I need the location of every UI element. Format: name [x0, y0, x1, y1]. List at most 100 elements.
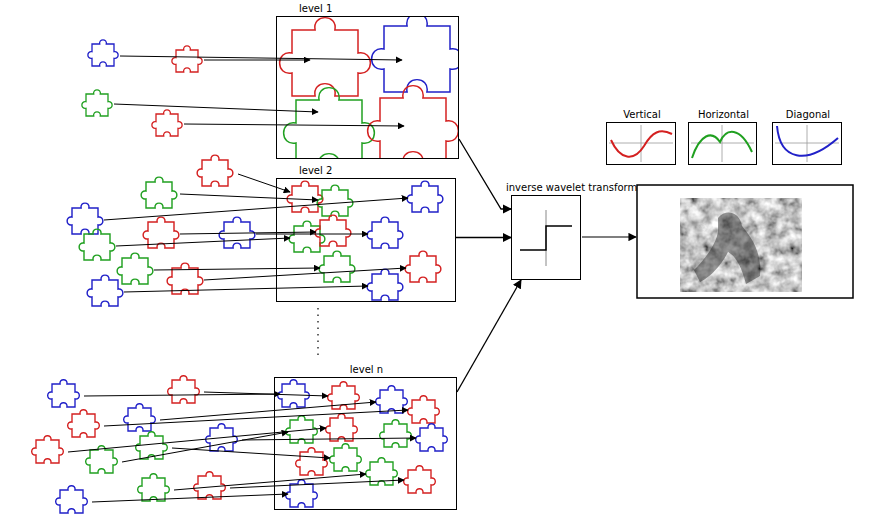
piece-arrow: [104, 198, 408, 220]
puzzle-piece: [367, 269, 403, 300]
puzzle-piece: [152, 110, 182, 136]
output-frame: [637, 185, 853, 298]
puzzle-piece: [380, 420, 412, 447]
piece-arrow: [204, 268, 406, 280]
level-box: level 1: [276, 16, 459, 159]
wavelet-box: Vertical: [606, 122, 676, 165]
piece-arrow: [84, 394, 280, 396]
puzzle-piece: [197, 155, 233, 186]
puzzle-piece: [68, 410, 100, 437]
puzzle-piece: [88, 40, 118, 66]
puzzle-piece: [167, 263, 203, 294]
piece-arrow: [92, 494, 288, 502]
puzzle-piece: [284, 88, 375, 159]
vertical-wavelet: [611, 131, 672, 156]
puzzle-piece: [367, 217, 403, 248]
transform-box: inverse wavelet transform: [511, 195, 581, 280]
ellipsis-dots: [317, 308, 318, 360]
connector-arrow: [457, 280, 521, 392]
piece-arrow: [104, 410, 408, 426]
puzzle-piece: [172, 46, 202, 72]
box-heading: Diagonal: [786, 109, 830, 121]
box-heading: Vertical: [623, 109, 660, 121]
puzzle-piece: [368, 86, 459, 159]
image-figure: [694, 212, 760, 284]
wavelet-axes: [609, 125, 839, 162]
axis-line: [807, 125, 808, 162]
puzzle-piece: [117, 253, 153, 284]
puzzle-piece: [326, 414, 358, 441]
puzzle-piece: [296, 448, 328, 475]
puzzle-piece: [56, 486, 88, 513]
puzzle-piece: [124, 404, 156, 431]
puzzle-piece: [280, 18, 371, 96]
piece-arrow: [180, 194, 318, 200]
diagonal-wavelet: [777, 126, 838, 156]
piece-arrow: [116, 238, 290, 246]
output-arrow: [582, 236, 636, 237]
piece-arrow: [204, 60, 310, 61]
box-heading: level 1: [299, 3, 332, 15]
piece-arrow: [204, 392, 328, 396]
reconstructed-image: [680, 198, 802, 292]
puzzle-piece: [278, 380, 310, 407]
puzzle-piece: [194, 472, 226, 499]
horizontal-wavelet: [692, 132, 752, 158]
puzzle-piece: [168, 376, 200, 403]
step-symbol: [520, 226, 572, 250]
piece-arrow: [238, 174, 290, 192]
piece-arrow: [184, 124, 404, 126]
piece-arrow: [230, 480, 404, 488]
wavelet-box: Diagonal: [772, 122, 842, 165]
piece-arrow: [172, 448, 330, 458]
puzzle-piece: [404, 466, 436, 493]
puzzle-piece: [315, 215, 351, 246]
box-heading: inverse wavelet transform: [506, 182, 637, 194]
puzzle-piece: [82, 90, 112, 116]
piece-arrow: [114, 104, 318, 112]
puzzle-piece: [141, 177, 177, 208]
piece-arrow: [154, 268, 320, 270]
piece-arrow: [120, 56, 402, 60]
piece-arrows: [104, 174, 408, 292]
puzzle-piece: [317, 185, 353, 216]
puzzle-piece: [416, 424, 448, 451]
puzzle-piece: [408, 396, 440, 423]
puzzle-piece: [48, 380, 80, 407]
puzzle-piece: [87, 275, 123, 306]
piece-arrows: [68, 392, 416, 502]
small-pieces: [32, 376, 238, 513]
puzzle-piece: [79, 229, 115, 260]
connector-arrow: [456, 237, 511, 238]
box-heading: Horizontal: [698, 109, 749, 121]
puzzle-piece: [319, 251, 355, 282]
puzzle-piece: [287, 181, 323, 212]
axis-line: [722, 125, 723, 162]
puzzle-piece: [405, 251, 441, 282]
puzzle-piece: [138, 474, 170, 501]
puzzle-piece: [330, 444, 362, 471]
piece-arrow: [256, 234, 368, 235]
piece-arrows: [114, 56, 404, 126]
puzzle-piece: [372, 16, 459, 92]
placed-pieces: [287, 181, 443, 300]
level-box: level n: [274, 377, 457, 510]
puzzle-piece: [376, 386, 408, 413]
small-pieces: [67, 155, 255, 306]
box-heading: level 2: [299, 165, 332, 177]
box-heading: level n: [350, 364, 383, 376]
piece-arrow: [242, 438, 416, 440]
placed-pieces: [278, 380, 448, 507]
axis-line: [641, 125, 642, 162]
puzzle-piece: [32, 436, 64, 463]
puzzle-piece: [407, 181, 443, 212]
piece-arrow: [124, 286, 368, 292]
big-pieces: [280, 16, 459, 159]
level-box: level 2: [276, 178, 456, 302]
piece-arrow: [122, 432, 288, 462]
piece-arrow: [174, 474, 366, 490]
small-pieces: [82, 40, 202, 136]
